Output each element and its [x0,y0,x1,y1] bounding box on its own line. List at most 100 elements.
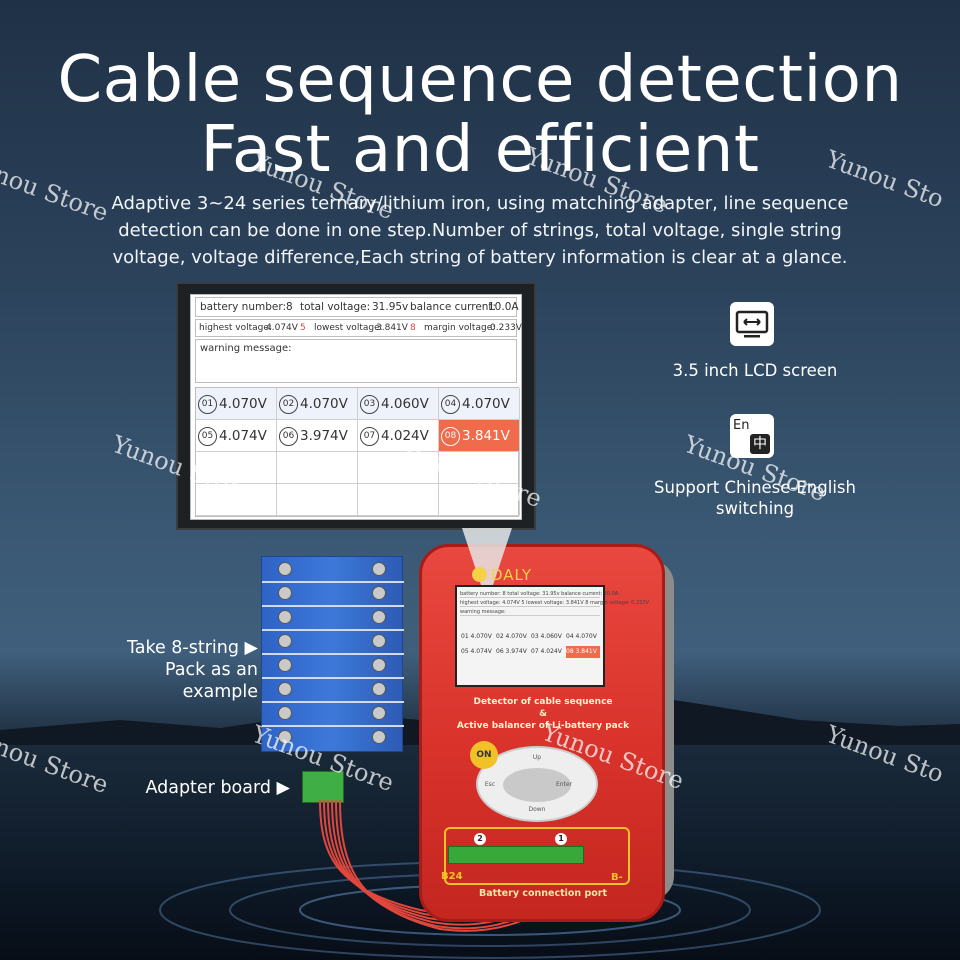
battery-terminal [278,610,292,624]
mini-cell-02: 02 4.070V [496,633,527,640]
lowest-voltage-index: 8 [410,323,416,333]
highest-voltage-index: 5 [300,323,306,333]
mini-warning-row: warning message: [460,609,600,616]
brand-logo-icon [472,567,487,582]
device-mini-screen: battery number: 8 total voltage: 31.95v … [455,585,649,687]
lcd-screen-icon [730,302,774,346]
highest-voltage-label: highest voltage: [199,323,272,333]
power-on-button[interactable]: ON [470,741,498,769]
battery-terminal [372,610,386,624]
cell-voltage-value: 3.841V [462,428,510,444]
cell-separator [262,629,404,631]
margin-voltage-label: margin voltage: [424,323,496,333]
lcd-screen-feature-text: 3.5 inch LCD screen [672,361,838,380]
battery-connection-label: Battery connection port [478,888,608,899]
device-title-line-1: Detector of cable sequence [473,697,613,707]
pack-label-line-1: Take 8-string ▶ [126,638,258,658]
mini-cell-07: 07 4.024V [531,648,562,655]
pack-label-line-2: Pack as an [164,660,258,680]
battery-terminal [372,730,386,744]
cell-separator [262,653,404,655]
cell-number-badge: 02 [279,395,298,414]
screen-light-beam [462,528,512,588]
device-title-line-3: Active balancer of Li-battery pack [456,721,630,731]
balance-current-label: balance current: [410,301,497,313]
description-line-2: detection can be done in one step.Number… [118,220,842,241]
b-minus-label: B- [611,872,623,883]
mini-summary-row: battery number: 8 total voltage: 31.95v … [460,591,619,598]
cell-empty [196,452,277,484]
total-voltage-label: total voltage: [300,301,371,313]
cell-separator [262,605,404,607]
pack-example-label: Take 8-string ▶ Pack as an example [80,637,258,703]
language-icon-zh: 中 [750,434,770,454]
warning-message-box: warning message: [195,339,517,383]
battery-terminal [278,658,292,672]
battery-terminal [372,706,386,720]
mini-cell-05: 05 4.074V [461,648,492,655]
esc-button[interactable]: Esc [484,781,496,788]
port-2-badge: 2 [474,833,486,845]
cell-empty [358,484,439,516]
cell-voltage-value: 4.060V [381,396,429,412]
b24-label: B24 [441,871,463,882]
cell-voltage-value: 4.070V [462,396,510,412]
cell-empty [196,484,277,516]
mini-cell-08: 08 3.841V [566,646,600,658]
cell-separator [262,701,404,703]
cell-number-badge: 05 [198,427,217,446]
cell-separator [262,581,404,583]
balance-current-value: 10.0A [488,301,519,313]
down-button[interactable]: Down [528,806,546,813]
battery-terminal [278,586,292,600]
battery-terminal [278,562,292,576]
cell-number-badge: 03 [360,395,379,414]
adapter-board-label: Adapter board ▶ [145,778,290,798]
adapter-board [302,771,344,803]
device-title-line-2: & [539,709,547,719]
cell-number-badge: 08 [441,427,460,446]
headline-line-2: Fast and efficient [200,113,760,187]
cell-voltage-value: 3.974V [300,428,348,444]
navigation-pad-center[interactable] [503,768,571,802]
description-line-1: Adaptive 3~24 series ternary/lithium iro… [111,193,849,214]
language-switch-icon: En 中 [730,414,774,458]
battery-terminal [372,658,386,672]
battery-terminal [278,682,292,696]
battery-connection-port[interactable] [448,846,584,864]
cell-empty [439,484,520,516]
brand-name: DALY [491,566,533,584]
battery-terminal [372,634,386,648]
battery-terminal [372,562,386,576]
battery-terminal [372,682,386,696]
total-voltage-value: 31.95v [372,301,409,313]
warning-message-label: warning message: [200,343,292,354]
description-line-3: voltage, voltage difference,Each string … [112,247,848,268]
lcd-extremes-row: highest voltage: 4.074V 5 lowest voltage… [195,319,522,337]
lowest-voltage-label: lowest voltage: [314,323,383,333]
cell-number-badge: 06 [279,427,298,446]
language-feature-line-1: Support Chinese-English [654,478,856,497]
cell-empty [358,452,439,484]
headline-line-1: Cable sequence detection [57,43,903,117]
battery-number-label: battery number: [200,301,286,313]
up-button[interactable]: Up [532,754,542,761]
cell-voltage-value: 4.074V [219,428,267,444]
cell-voltage-value: 4.070V [219,396,267,412]
lcd-screen: battery number: 8 total voltage: 31.95v … [190,294,522,520]
mini-extremes-row: highest voltage: 4.074V 5 lowest voltage… [460,600,649,607]
port-1-badge: 1 [555,833,567,845]
connection-bay [444,827,630,885]
mini-cell-04: 04 4.070V [566,633,597,640]
cell-empty [439,452,520,484]
battery-terminal [278,706,292,720]
cell-number-badge: 07 [360,427,379,446]
battery-terminal [278,634,292,648]
enter-button[interactable]: Enter [555,781,573,788]
